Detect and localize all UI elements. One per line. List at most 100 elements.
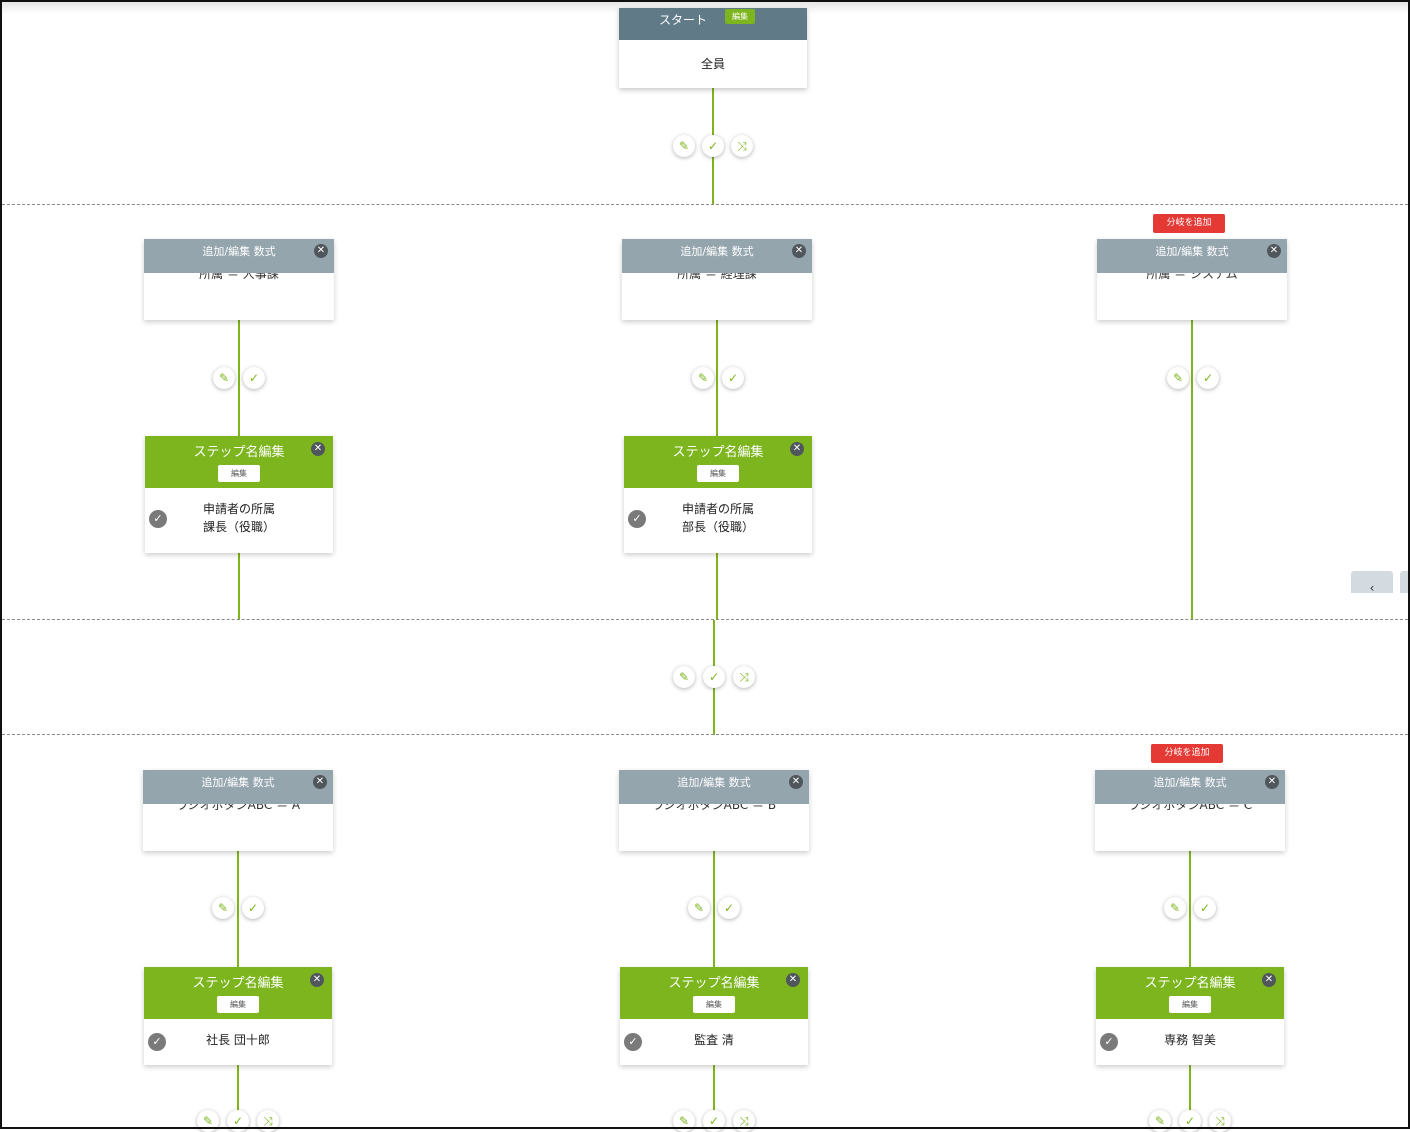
shuffle-icon[interactable]: ⤨ xyxy=(731,135,753,157)
add-branch-button[interactable]: 分岐を追加 xyxy=(1153,214,1225,233)
step-header[interactable]: ステップ名編集 編集 ✕ xyxy=(624,436,812,488)
close-icon[interactable]: ✕ xyxy=(313,775,327,789)
step-node[interactable]: ステップ名編集 編集 ✕ ✓ 監査 清 xyxy=(620,967,808,1065)
condition-header[interactable]: 追加/編集 数式 ✕ xyxy=(144,239,334,273)
pencil-icon[interactable]: ✎ xyxy=(673,1110,695,1132)
check-icon[interactable]: ✓ xyxy=(1194,897,1216,919)
condition-header[interactable]: 追加/編集 数式 ✕ xyxy=(1097,239,1287,273)
check-icon[interactable]: ✓ xyxy=(702,135,724,157)
step-assignee: ✓ 申請者の所属 部長（役職） xyxy=(624,488,812,536)
section-divider xyxy=(2,734,1408,735)
check-circle-icon: ✓ xyxy=(1100,1033,1118,1051)
condition-header[interactable]: 追加/編集 数式 ✕ xyxy=(143,770,333,804)
step-title: ステップ名編集 xyxy=(193,445,285,460)
assignee-line1: 専務 智美 xyxy=(1164,1033,1216,1047)
pencil-icon[interactable]: ✎ xyxy=(673,135,695,157)
condition-header[interactable]: 追加/編集 数式 ✕ xyxy=(1095,770,1285,804)
close-icon[interactable]: ✕ xyxy=(789,775,803,789)
step-edit-button[interactable]: 編集 xyxy=(697,465,739,482)
step-header[interactable]: ステップ名編集 編集 ✕ xyxy=(144,967,332,1019)
start-header: スタート 編集 xyxy=(619,8,807,40)
step-edit-button[interactable]: 編集 xyxy=(217,996,259,1013)
shuffle-icon[interactable]: ⤨ xyxy=(733,1110,755,1132)
condition-node[interactable]: 追加/編集 数式 ✕ 所属 ＝ 経理課 xyxy=(622,239,812,320)
condition-header-label: 追加/編集 数式 xyxy=(680,245,754,258)
condition-header-label: 追加/編集 数式 xyxy=(201,776,275,789)
step-assignee: ✓ 申請者の所属 課長（役職） xyxy=(145,488,333,536)
pencil-icon[interactable]: ✎ xyxy=(212,897,234,919)
condition-header[interactable]: 追加/編集 数式 ✕ xyxy=(619,770,809,804)
add-branch-button[interactable]: 分岐を追加 xyxy=(1151,744,1223,763)
close-icon[interactable]: ✕ xyxy=(1262,973,1276,987)
check-icon[interactable]: ✓ xyxy=(722,367,744,389)
condition-node[interactable]: 追加/編集 数式 ✕ ラジオボタンABC ＝ C xyxy=(1095,770,1285,851)
close-icon[interactable]: ✕ xyxy=(311,442,325,456)
step-node[interactable]: ステップ名編集 編集 ✕ ✓ 申請者の所属 部長（役職） xyxy=(624,436,812,553)
step-assignee: ✓ 専務 智美 xyxy=(1096,1019,1284,1051)
close-icon[interactable]: ✕ xyxy=(1267,244,1281,258)
step-node[interactable]: ステップ名編集 編集 ✕ ✓ 専務 智美 xyxy=(1096,967,1284,1065)
check-icon[interactable]: ✓ xyxy=(1197,367,1219,389)
step-edit-button[interactable]: 編集 xyxy=(693,996,735,1013)
connector-line xyxy=(1191,320,1193,620)
step-title: ステップ名編集 xyxy=(668,976,760,991)
step-edit-button[interactable]: 編集 xyxy=(218,465,260,482)
pencil-icon[interactable]: ✎ xyxy=(1167,367,1189,389)
close-icon[interactable]: ✕ xyxy=(786,973,800,987)
assignee-line1: 監査 清 xyxy=(694,1033,734,1047)
start-title: スタート xyxy=(659,13,708,27)
check-icon[interactable]: ✓ xyxy=(1179,1110,1201,1132)
shuffle-icon[interactable]: ⤨ xyxy=(733,666,755,688)
step-header[interactable]: ステップ名編集 編集 ✕ xyxy=(620,967,808,1019)
condition-header-label: 追加/編集 数式 xyxy=(202,245,276,258)
assignee-line2: 課長（役職） xyxy=(202,520,275,534)
check-icon[interactable]: ✓ xyxy=(227,1110,249,1132)
check-circle-icon: ✓ xyxy=(149,510,167,528)
step-node[interactable]: ステップ名編集 編集 ✕ ✓ 社長 団十郎 xyxy=(144,967,332,1065)
check-icon[interactable]: ✓ xyxy=(703,1110,725,1132)
step-assignee: ✓ 監査 清 xyxy=(620,1019,808,1051)
close-icon[interactable]: ✕ xyxy=(310,973,324,987)
step-header[interactable]: ステップ名編集 編集 ✕ xyxy=(145,436,333,488)
step-edit-button[interactable]: 編集 xyxy=(1169,996,1211,1013)
pencil-icon[interactable]: ✎ xyxy=(688,897,710,919)
check-circle-icon: ✓ xyxy=(628,510,646,528)
pencil-icon[interactable]: ✎ xyxy=(197,1110,219,1132)
assignee-line1: 社長 団十郎 xyxy=(206,1033,270,1047)
assignee-line2: 部長（役職） xyxy=(681,520,754,534)
shuffle-icon[interactable]: ⤨ xyxy=(1209,1110,1231,1132)
check-icon[interactable]: ✓ xyxy=(703,666,725,688)
condition-node[interactable]: 追加/編集 数式 ✕ ラジオボタンABC ＝ A xyxy=(143,770,333,851)
condition-header-label: 追加/編集 数式 xyxy=(1153,776,1227,789)
close-icon[interactable]: ✕ xyxy=(314,244,328,258)
section-divider xyxy=(2,204,1408,205)
close-icon[interactable]: ✕ xyxy=(792,244,806,258)
check-icon[interactable]: ✓ xyxy=(718,897,740,919)
check-icon[interactable]: ✓ xyxy=(242,897,264,919)
step-assignee: ✓ 社長 団十郎 xyxy=(144,1019,332,1051)
check-circle-icon: ✓ xyxy=(624,1033,642,1051)
condition-header-label: 追加/編集 数式 xyxy=(677,776,751,789)
condition-node[interactable]: 追加/編集 数式 ✕ ラジオボタンABC ＝ B xyxy=(619,770,809,851)
start-edit-button[interactable]: 編集 xyxy=(725,9,755,24)
check-icon[interactable]: ✓ xyxy=(243,367,265,389)
condition-node[interactable]: 追加/編集 数式 ✕ 所属 ＝ 人事課 xyxy=(144,239,334,320)
step-header[interactable]: ステップ名編集 編集 ✕ xyxy=(1096,967,1284,1019)
step-title: ステップ名編集 xyxy=(192,976,284,991)
shuffle-icon[interactable]: ⤨ xyxy=(257,1110,279,1132)
pencil-icon[interactable]: ✎ xyxy=(213,367,235,389)
step-node[interactable]: ステップ名編集 編集 ✕ ✓ 申請者の所属 課長（役職） xyxy=(145,436,333,553)
section-divider xyxy=(2,619,1408,620)
scroll-right-button[interactable] xyxy=(1400,571,1408,593)
pencil-icon[interactable]: ✎ xyxy=(673,666,695,688)
scroll-left-button[interactable]: ‹ xyxy=(1351,571,1393,595)
pencil-icon[interactable]: ✎ xyxy=(1164,897,1186,919)
assignee-line1: 申請者の所属 xyxy=(681,502,754,516)
pencil-icon[interactable]: ✎ xyxy=(1149,1110,1171,1132)
condition-node[interactable]: 追加/編集 数式 ✕ 所属 ＝ システム xyxy=(1097,239,1287,320)
pencil-icon[interactable]: ✎ xyxy=(692,367,714,389)
close-icon[interactable]: ✕ xyxy=(790,442,804,456)
close-icon[interactable]: ✕ xyxy=(1265,775,1279,789)
condition-header[interactable]: 追加/編集 数式 ✕ xyxy=(622,239,812,273)
